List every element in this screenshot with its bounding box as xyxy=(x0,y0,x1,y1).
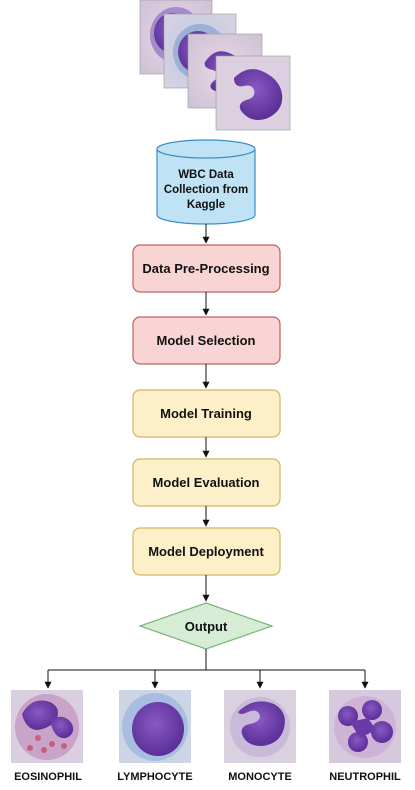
step-label: Model Training xyxy=(160,406,252,421)
data-source-line-2: Collection from xyxy=(164,184,248,196)
monocyte-label: MONOCYTE xyxy=(228,771,292,783)
step-model-deployment: Model Deployment xyxy=(132,527,281,576)
step-label: Model Evaluation xyxy=(153,475,260,490)
lymphocyte-label: LYMPHOCYTE xyxy=(117,771,192,783)
step-model-evaluation: Model Evaluation xyxy=(132,458,281,507)
step-label: Data Pre-Processing xyxy=(142,261,269,276)
sample-images-stack xyxy=(139,0,291,131)
step-label: Model Selection xyxy=(157,333,256,348)
step-model-training: Model Training xyxy=(132,389,281,438)
output-label: Output xyxy=(185,619,228,634)
lymphocyte-image xyxy=(119,690,191,763)
step-model-selection: Model Selection xyxy=(132,316,281,365)
branch-connectors xyxy=(44,649,369,689)
neutrophil-image xyxy=(329,690,401,763)
neutrophil-label: NEUTROPHIL xyxy=(329,771,401,783)
step-data-preprocessing: Data Pre-Processing xyxy=(132,244,281,293)
step-label: Model Deployment xyxy=(148,544,264,559)
sample-image-4 xyxy=(215,55,291,131)
monocyte-image xyxy=(224,690,296,763)
eosinophil-label: EOSINOPHIL xyxy=(14,771,82,783)
data-source-line-1: WBC Data xyxy=(178,169,234,181)
eosinophil-image xyxy=(11,690,83,763)
data-source-line-3: Kaggle xyxy=(187,199,225,211)
data-source-cylinder: WBC Data Collection from Kaggle xyxy=(156,139,256,225)
output-decision: Output xyxy=(138,602,274,650)
